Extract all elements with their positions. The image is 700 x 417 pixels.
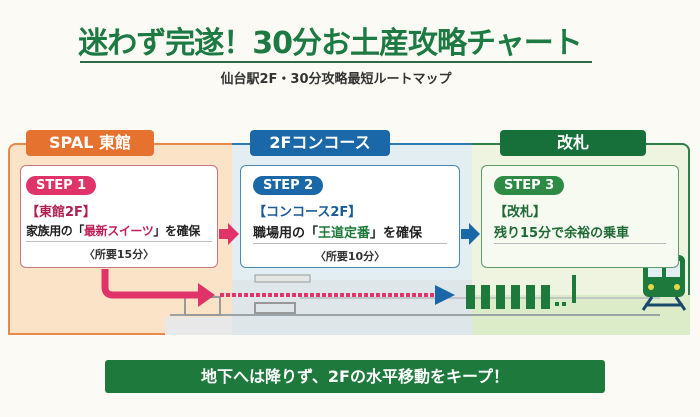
floor-outline xyxy=(254,302,296,314)
desc-text: 職場用の「 xyxy=(253,226,319,241)
desc-highlight: 王道定番 xyxy=(318,226,371,241)
step-duration: 〈所要15分〉 xyxy=(83,248,155,261)
concourse-floor xyxy=(232,280,472,335)
desc-text: 家族用の「 xyxy=(26,224,85,238)
page-subtitle: 仙台駅2F・30分攻略最短ルートマップ xyxy=(220,72,452,87)
route-map xyxy=(101,255,690,335)
page-title: 迷わず完遂！30分お土産攻略チャート xyxy=(78,26,582,61)
step-location: 【コンコース2F】 xyxy=(253,205,362,220)
arrow-right-icon xyxy=(219,223,239,245)
floor-block xyxy=(165,317,232,335)
title-divider xyxy=(80,61,592,63)
route-arrowhead xyxy=(198,283,215,307)
step-description: 残り15分で余裕の乗車 xyxy=(494,222,666,244)
step-badge: STEP 3 xyxy=(494,176,565,195)
zone-tab-concourse: 2Fコンコース xyxy=(250,130,390,156)
desc-text: 」を確保 xyxy=(153,224,200,238)
step-card-1: STEP 1 【東館2F】 家族用の「最新スイーツ」を確保 〈所要15分〉 xyxy=(20,165,218,268)
step-duration: 〈所要10分〉 xyxy=(314,250,386,263)
desc-text: 」を確保 xyxy=(370,226,423,241)
route-arrow-step1 xyxy=(101,269,200,299)
step-badge: STEP 1 xyxy=(26,176,97,195)
step-card-2: STEP 2 【コンコース2F】 職場用の「王道定番」を確保 〈所要10分〉 xyxy=(240,165,460,268)
route-arrow-blue xyxy=(435,285,455,305)
step-badge: STEP 2 xyxy=(253,176,324,195)
step-location: 【改札】 xyxy=(494,205,547,220)
escalator-top xyxy=(254,274,311,283)
arrow-right-icon xyxy=(461,223,480,245)
step-card-3: STEP 3 【改札】 残り15分で余裕の乗車 xyxy=(481,165,679,268)
desc-highlight: 最新スイーツ xyxy=(84,224,154,238)
tip-banner: 地下へは降りず、2Fの水平移動をキープ！ xyxy=(105,360,605,393)
step-description: 家族用の「最新スイーツ」を確保 xyxy=(26,222,212,242)
step-location: 【東館2F】 xyxy=(26,205,96,220)
ticket-gates-icon xyxy=(466,275,576,309)
zone-tab-gate: 改札 xyxy=(500,130,646,156)
zone-tab-spal: SPAL 東館 xyxy=(26,130,154,156)
step-description: 職場用の「王道定番」を確保 xyxy=(253,222,447,244)
